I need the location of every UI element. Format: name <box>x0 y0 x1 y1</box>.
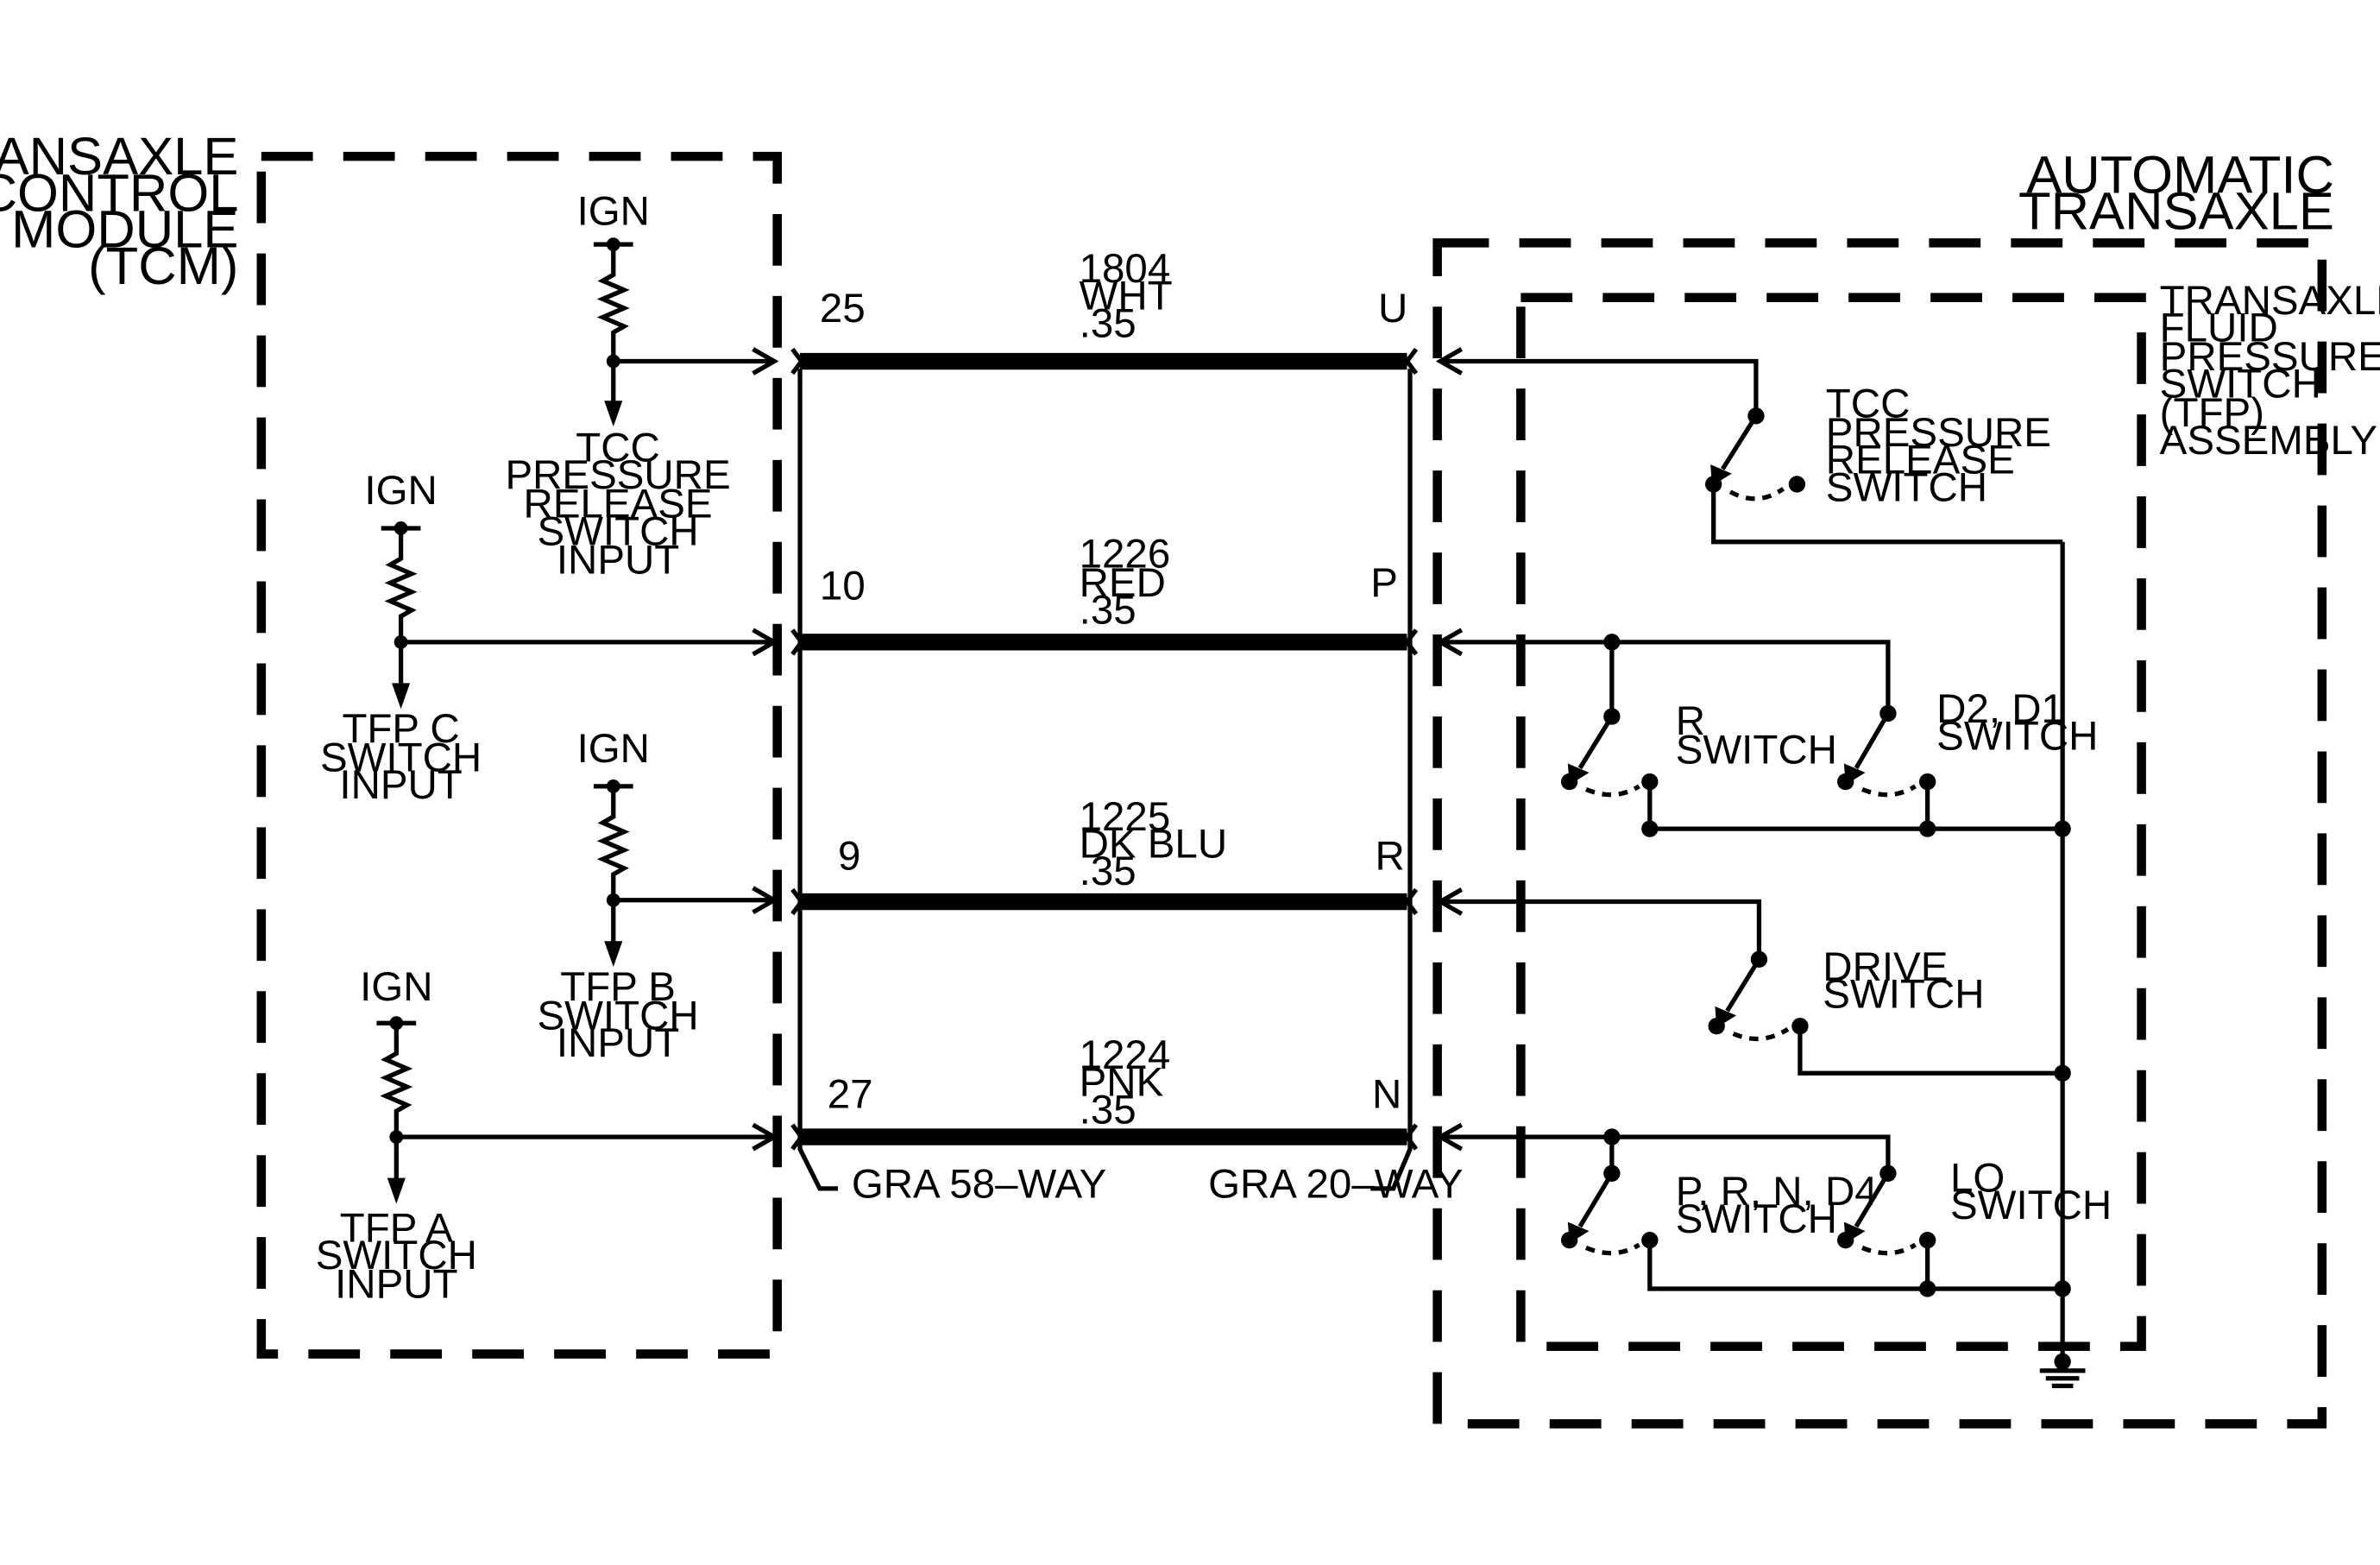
ground-icon <box>2039 1368 2086 1389</box>
drive-switch: DRIVE SWITCH <box>1440 899 2071 1082</box>
svg-text:SWITCH: SWITCH <box>1823 972 1984 1018</box>
svg-text:SWITCH: SWITCH <box>1936 714 2098 760</box>
svg-text:TFP C: TFP C <box>342 706 459 752</box>
transaxle-boundary <box>1432 238 2327 1429</box>
harness: 25 1804 WHT .35 U 10 1226 RED .35 P 9 12… <box>790 246 1419 1151</box>
circuit-number: 1226 <box>1080 532 1171 577</box>
svg-text:LO: LO <box>1950 1155 2005 1201</box>
svg-text:RELEASE: RELEASE <box>524 482 713 527</box>
input-label-tfp-b: TFP B SWITCH INPUT <box>537 964 698 1066</box>
tcm-pin-label: 27 <box>828 1072 873 1118</box>
connector-tcm-label: GRA 58–WAY <box>852 1161 1106 1207</box>
ign-label: IGN <box>364 468 437 514</box>
d2-d1-switch: D2, D1 SWITCH <box>1649 686 2098 837</box>
tcm-title: TRANSAXLE CONTROL MODULE (TCM) <box>0 127 238 296</box>
wire-gauge: .35 <box>1080 300 1136 346</box>
svg-text:TFP A: TFP A <box>340 1205 453 1251</box>
svg-text:D2, D1: D2, D1 <box>1936 686 2064 732</box>
svg-text:INPUT: INPUT <box>557 538 679 584</box>
svg-text:TCC: TCC <box>576 426 660 471</box>
tfp-pin-label: R <box>1376 834 1405 880</box>
svg-text:SWITCH: SWITCH <box>1950 1183 2112 1228</box>
svg-text:TRANSAXLE: TRANSAXLE <box>2160 278 2380 324</box>
svg-text:MODULE: MODULE <box>11 200 238 260</box>
svg-text:INPUT: INPUT <box>339 762 462 808</box>
pullup-tfp-a: IGN <box>360 964 779 1204</box>
tcm-pin-label: 25 <box>820 286 866 331</box>
connector-tcm: GRA 58–WAY <box>797 369 1106 1207</box>
lo-switch: LO SWITCH <box>1836 1155 2112 1297</box>
tfp-pin-label: P <box>1370 560 1398 606</box>
tfp-assembly-boundary <box>1516 293 2146 1352</box>
input-label-tfp-a: TFP A SWITCH INPUT <box>316 1205 477 1307</box>
connector-tfp-label: GRA 20–WAY <box>1208 1161 1463 1207</box>
pullup-tfp-b: IGN <box>577 726 779 968</box>
svg-text:PRESSURE: PRESSURE <box>505 452 730 498</box>
harness-wire-1226: 10 1226 RED .35 P <box>790 532 1419 656</box>
tfp-assembly-title: TRANSAXLE FLUID PRESSURE SWITCH (TFP) AS… <box>2160 278 2380 464</box>
tcc-pressure-release-switch: TCC PRESSURE RELEASE SWITCH <box>1440 358 2063 545</box>
tcm-pin-label: 9 <box>838 834 860 880</box>
svg-text:AUTOMATIC: AUTOMATIC <box>2026 145 2334 205</box>
tfp-pin-label: N <box>1372 1072 1401 1118</box>
svg-text:SWITCH: SWITCH <box>1826 464 1987 510</box>
wire-gauge: .35 <box>1080 849 1136 894</box>
r-switch: R SWITCH <box>1440 634 1891 837</box>
svg-text:PRESSURE: PRESSURE <box>1826 410 2051 456</box>
svg-text:TFP B: TFP B <box>560 964 676 1010</box>
svg-text:TCC: TCC <box>1826 382 1911 427</box>
tcm-pin-label: 10 <box>820 564 866 609</box>
svg-text:PRESSURE: PRESSURE <box>2160 334 2380 380</box>
svg-text:SWITCH: SWITCH <box>537 508 698 554</box>
input-label-tcc: TCC PRESSURE RELEASE SWITCH INPUT <box>505 426 730 584</box>
svg-text:SWITCH: SWITCH <box>2160 362 2321 407</box>
tfp-inputs <box>1435 347 1464 1152</box>
ground-bus <box>2054 541 2071 1371</box>
tfp-pin-label: U <box>1378 286 1407 331</box>
svg-text:SWITCH: SWITCH <box>320 735 482 780</box>
svg-text:(TCM): (TCM) <box>88 237 238 296</box>
connector-tfp: GRA 20–WAY <box>1208 369 1464 1207</box>
harness-wire-1224: 27 1224 PNK .35 N <box>790 1032 1419 1151</box>
harness-wire-1225: 9 1225 DK BLU .35 R <box>790 794 1419 916</box>
svg-text:SWITCH: SWITCH <box>1676 1196 1837 1242</box>
svg-text:INPUT: INPUT <box>557 1020 679 1066</box>
ign-label: IGN <box>577 726 650 772</box>
svg-text:TRANSAXLE: TRANSAXLE <box>2018 182 2334 242</box>
svg-text:INPUT: INPUT <box>335 1262 457 1308</box>
svg-text:SWITCH: SWITCH <box>1676 728 1837 773</box>
svg-text:P, R, N, D4: P, R, N, D4 <box>1676 1169 1878 1215</box>
harness-wire-1804: 25 1804 WHT .35 U <box>790 246 1419 375</box>
svg-text:DRIVE: DRIVE <box>1823 944 1948 990</box>
svg-text:FLUID: FLUID <box>2160 306 2278 351</box>
circuit-number: 1225 <box>1080 794 1171 840</box>
svg-text:RELEASE: RELEASE <box>1826 438 2015 483</box>
svg-text:R: R <box>1676 698 1705 744</box>
wire-color: RED <box>1080 560 1166 606</box>
pullup-tfp-c: IGN <box>364 468 779 710</box>
svg-text:(TFP): (TFP) <box>2160 390 2264 436</box>
svg-text:CONTROL: CONTROL <box>0 163 238 223</box>
transaxle-title: AUTOMATIC TRANSAXLE <box>2018 145 2334 241</box>
wire-color: WHT <box>1080 274 1173 319</box>
circuit-number: 1224 <box>1080 1032 1171 1078</box>
tcm-boundary <box>256 151 782 1359</box>
svg-text:SWITCH: SWITCH <box>316 1233 477 1278</box>
ign-label: IGN <box>577 188 650 234</box>
svg-text:TRANSAXLE: TRANSAXLE <box>0 127 238 186</box>
wire-gauge: .35 <box>1080 1087 1136 1133</box>
input-label-tfp-c: TFP C SWITCH INPUT <box>320 706 482 808</box>
wire-gauge: .35 <box>1080 588 1136 634</box>
svg-text:SWITCH: SWITCH <box>537 993 698 1038</box>
pullup-tcc: IGN <box>577 188 779 427</box>
ign-label: IGN <box>360 964 432 1010</box>
wire-color: DK BLU <box>1080 822 1227 868</box>
svg-text:ASSEMBLY: ASSEMBLY <box>2160 418 2377 464</box>
wire-color: PNK <box>1080 1060 1164 1106</box>
circuit-number: 1804 <box>1080 246 1171 292</box>
